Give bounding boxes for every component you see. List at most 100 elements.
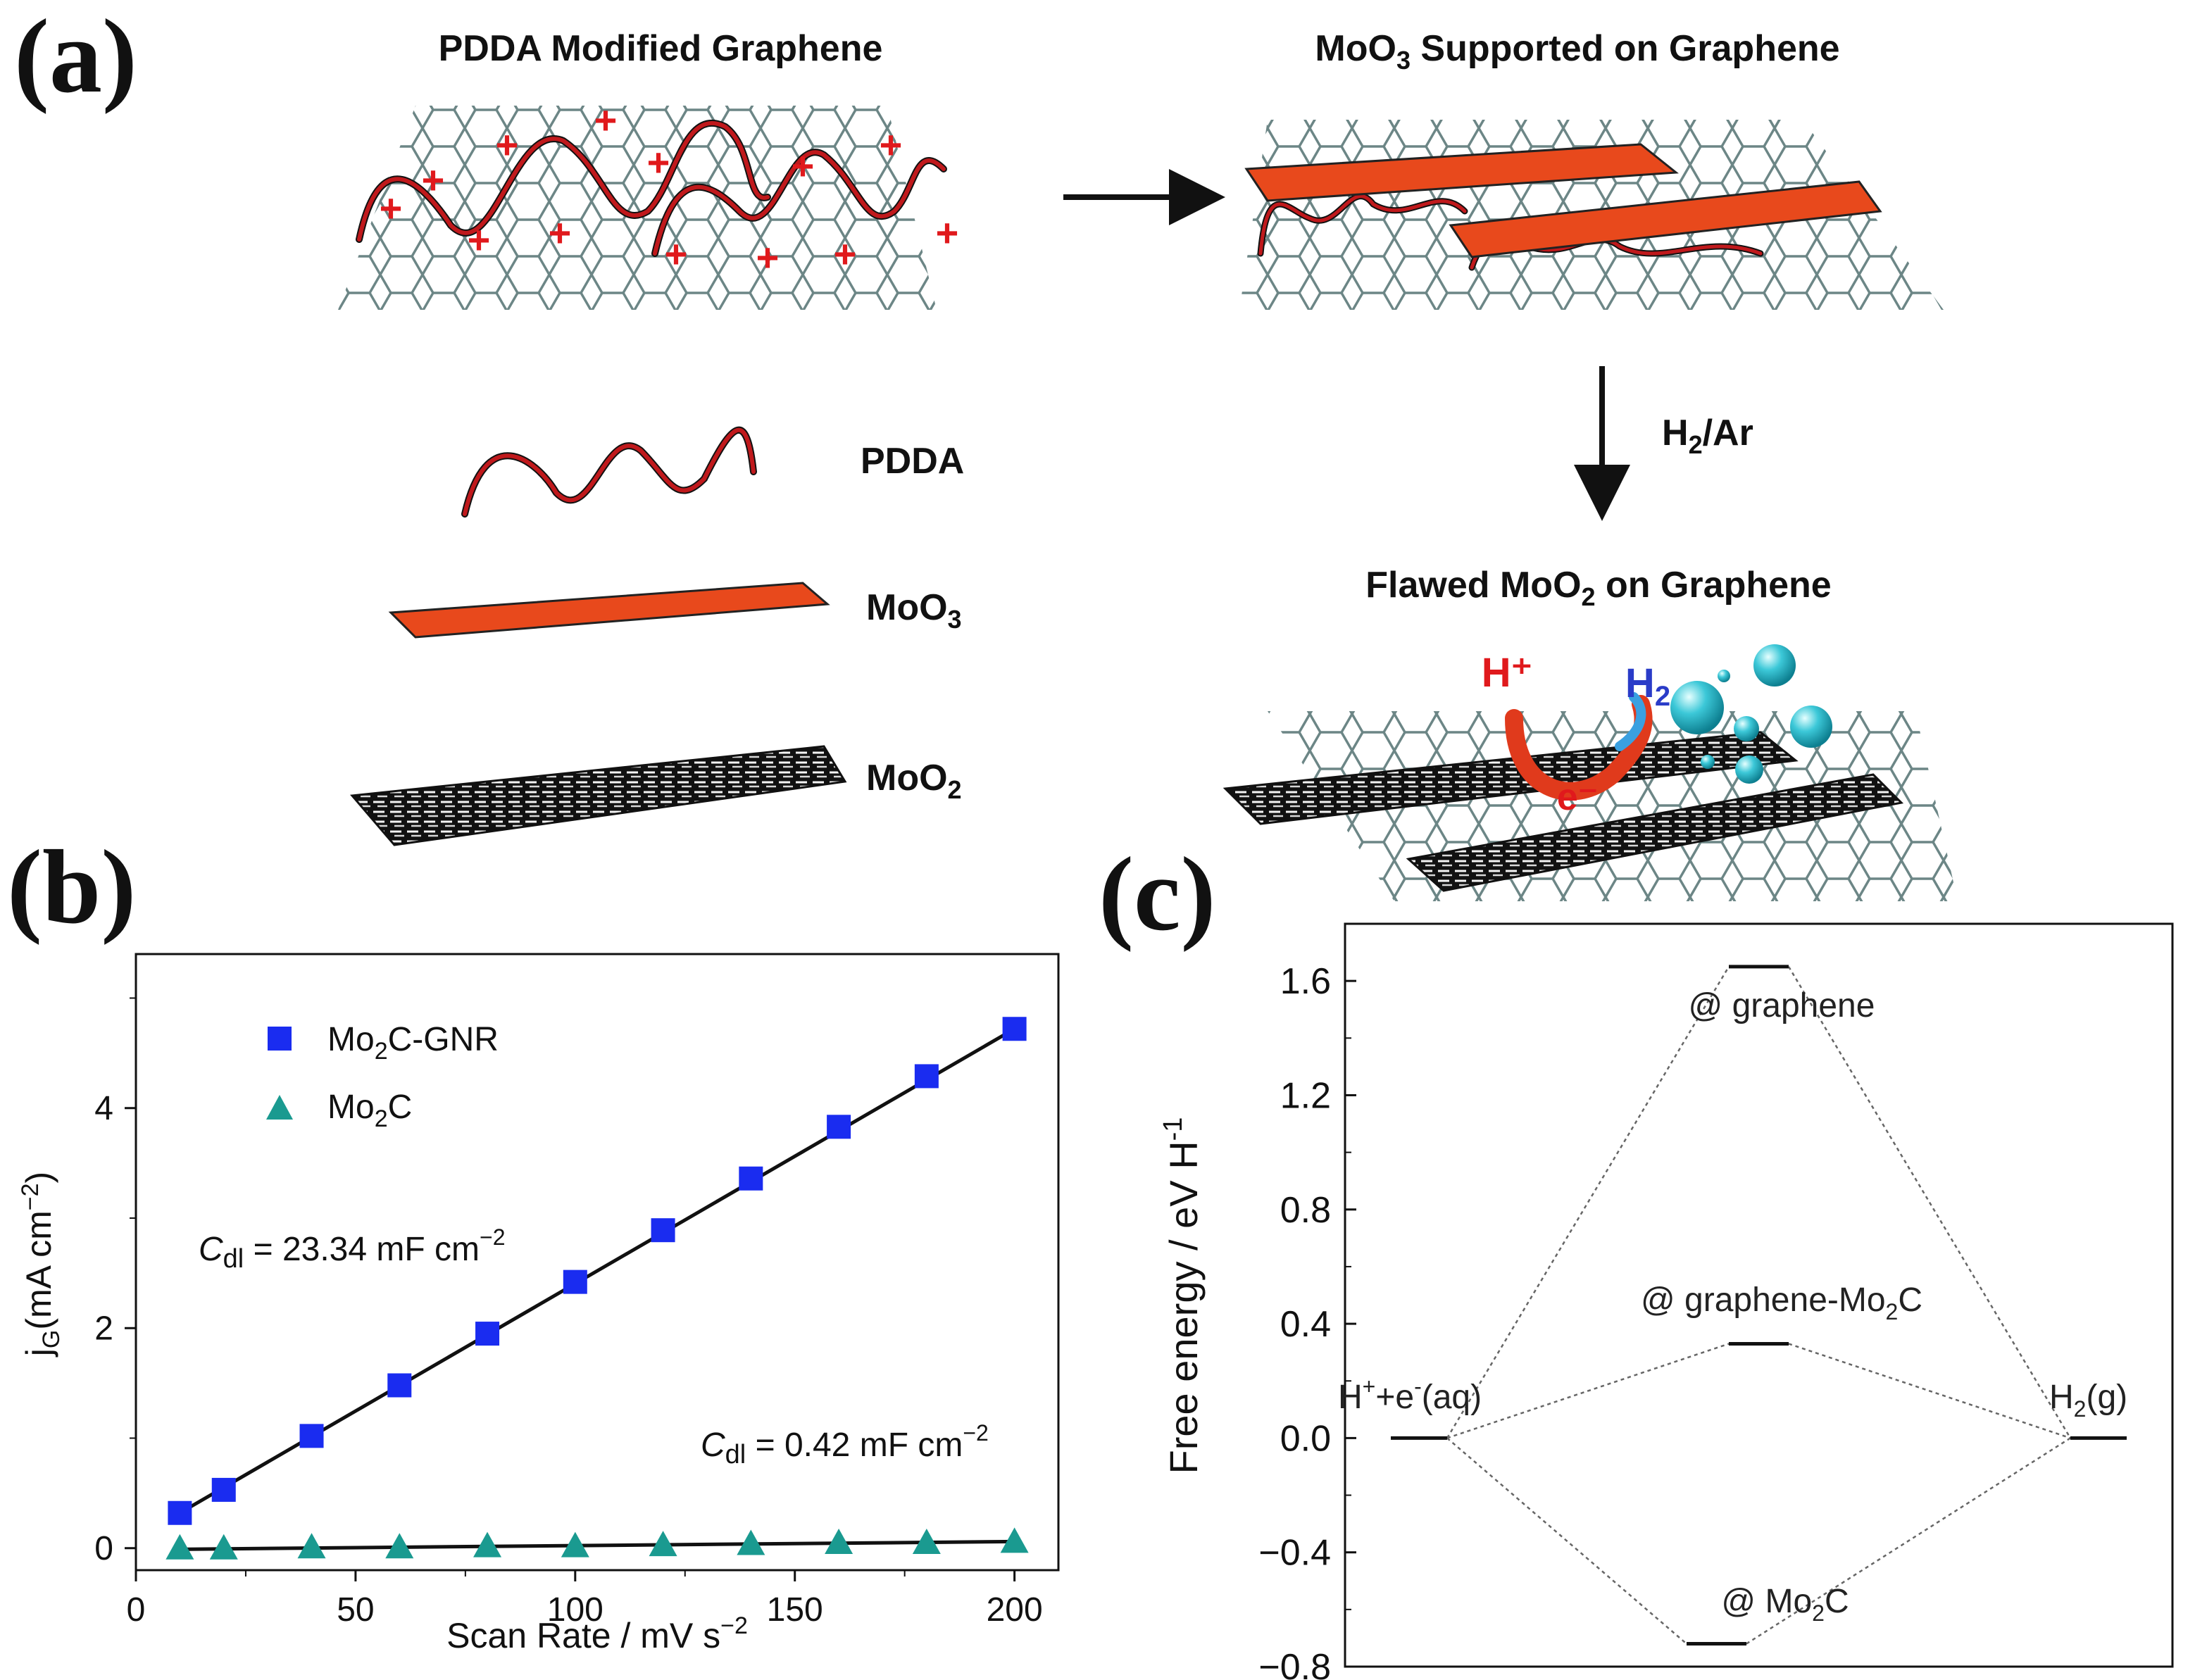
x-tick-label: 100 [547,1591,604,1629]
panel-a-label: (a) [14,0,137,115]
svg-text:+: + [665,232,688,276]
graphene-sheet-moo3 [1239,120,1944,310]
data-point-mo2c-gnr [475,1322,500,1346]
state-label-h2-g: H2(g) [2049,1379,2127,1422]
data-point-mo2c [912,1528,941,1554]
hydrogen-label: H2 [1625,660,1670,712]
connector-line [1746,1437,2071,1645]
panel-a-title-bottom: Flawed MoO2 on Graphene [1365,565,1831,611]
chart-b-xlabel: Scan Rate / mV s−2 [446,1612,748,1655]
legend-marker-mo2c-gnr [268,1027,292,1051]
data-point-mo2c [825,1528,853,1554]
chart-c-frame [1344,922,2174,1668]
chart-c-levels [1391,965,2127,1646]
y-tick-label: −0.8 [1258,1647,1331,1680]
electron-label: e⁻ [1557,776,1599,818]
data-point-mo2c-gnr [211,1477,236,1502]
data-point-mo2c [649,1531,677,1557]
y-tick-label: 2 [94,1310,113,1347]
state-label-mo2c: @ Mo2C [1721,1583,1849,1626]
chart-b-ylabel: jG(mA cm−2) [17,1172,65,1358]
state-label-graphene-mo2c: @ graphene-Mo2C [1641,1281,1922,1324]
panel-a-title-left: PDDA Modified Graphene [439,28,883,69]
pdda-chain-icon [356,119,947,257]
connector-line [1787,966,2072,1439]
chart-b-legend: Mo2C-GNR Mo2C [266,1021,499,1132]
legend-moo3-label: MoO3 [866,587,962,634]
connector-line [1446,1343,1730,1439]
graphene-sheet-pdda: + + + + + + + + + + + + + [338,98,958,310]
state-label-graphene: @ graphene [1689,987,1875,1024]
legend-moo3: MoO3 [388,582,962,639]
data-point-mo2c [297,1533,326,1559]
legend-label-mo2c: Mo2C [327,1089,412,1132]
annotation-cdl-mo2c: Cdl = 0.42 mF cm−2 [701,1420,989,1469]
svg-text:+: + [594,98,618,142]
connector-line [1788,1343,2071,1439]
panel-c-label: (c) [1099,836,1215,953]
annotation-cdl-mo2c-gnr: Cdl = 23.34 mF cm−2 [199,1224,506,1274]
data-point-mo2c [1000,1527,1029,1553]
panel-a: (a) PDDA Modified Graphene MoO3 Supporte… [14,0,1958,901]
chart-c-ylabel: Free energy / eV H-1 [1158,1117,1206,1474]
svg-text:+: + [936,211,959,255]
connector-line [1446,966,1730,1439]
svg-text:+: + [834,232,857,276]
legend-pdda-label: PDDA [861,441,964,482]
legend-pdda: PDDA [461,426,964,518]
state-label-h-plus-e: H++e-(aq) [1338,1374,1482,1416]
data-point-mo2c-gnr [168,1500,192,1525]
data-point-mo2c-gnr [914,1064,939,1089]
chart-c-connectors [1446,966,2072,1645]
y-tick-label: −0.4 [1258,1533,1331,1574]
chart-b-marks [165,1017,1029,1560]
legend-label-mo2c-gnr: Mo2C-GNR [327,1021,499,1065]
data-point-mo2c-gnr [387,1373,412,1398]
connector-line [1446,1437,1687,1645]
data-point-mo2c-gnr [1002,1017,1027,1041]
data-point-mo2c-gnr [739,1166,763,1191]
legend-marker-mo2c [266,1095,293,1120]
graphene-sheet-moo2: H⁺ H2 e⁻ [1222,644,1958,901]
svg-text:+: + [549,211,572,255]
y-tick-label: 0.0 [1280,1418,1331,1459]
panel-a-title-right: MoO3 Supported on Graphene [1315,28,1839,75]
y-tick-label: 1.6 [1280,961,1331,1002]
moo3-plate-icon-2 [1449,180,1882,258]
svg-text:+: + [468,218,491,262]
data-point-mo2c [473,1531,502,1557]
y-tick-label: 0.4 [1280,1304,1331,1345]
moo3-plate-icon [1244,143,1679,202]
x-tick-label: 0 [127,1591,146,1629]
y-tick-label: 1.2 [1280,1075,1331,1116]
svg-text:+: + [792,144,815,188]
svg-text:+: + [647,140,670,184]
svg-text:+: + [422,158,445,202]
panel-c: (c) 1.6 1.2 0.8 0.4 0.0 −0.4 −0.8 Free energy … [1099,836,2174,1680]
y-tick-label: 0 [94,1530,113,1567]
data-point-mo2c-gnr [651,1218,675,1243]
data-point-mo2c [737,1529,765,1555]
data-point-mo2c [561,1531,589,1557]
x-tick-label: 50 [337,1591,374,1629]
y-tick-label: 0.8 [1280,1190,1331,1231]
svg-text:+: + [880,123,903,167]
data-point-mo2c [209,1534,238,1560]
data-point-mo2c-gnr [299,1424,324,1448]
proton-label: H⁺ [1482,650,1533,696]
svg-text:+: + [756,235,780,280]
data-point-mo2c [385,1533,414,1559]
chart-b-frame [135,953,1060,1572]
arrow-label-h2-ar: H2/Ar [1662,413,1753,459]
data-point-mo2c [165,1534,194,1560]
x-tick-label: 200 [987,1591,1043,1629]
chart-b-fit-lines [179,1027,1015,1551]
svg-text:+: + [380,186,403,230]
hydrogen-bubble-icons [1670,644,1832,784]
panel-b-label: (b) [7,829,136,946]
legend-moo2: MoO2 [350,745,962,846]
data-point-mo2c-gnr [827,1115,851,1139]
